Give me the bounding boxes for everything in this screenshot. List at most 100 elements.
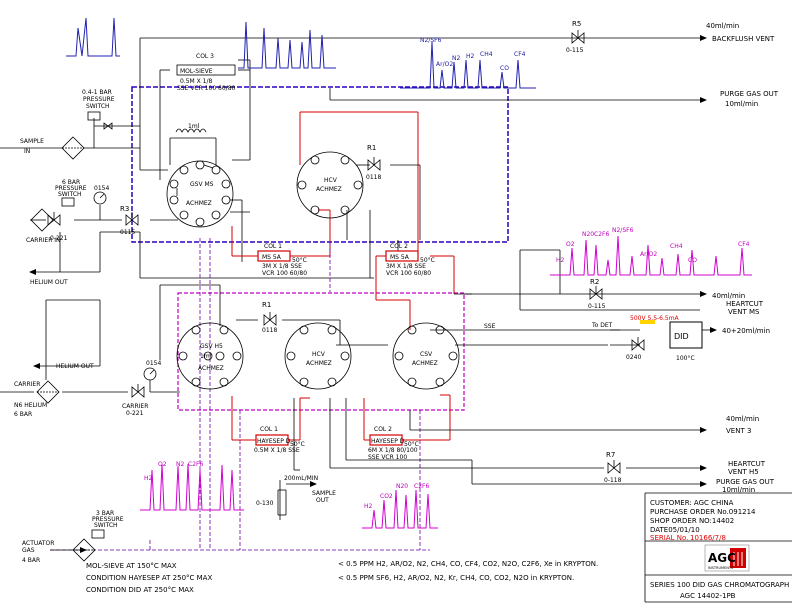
- label-heartcut-h5: HEARTCUT: [728, 460, 766, 468]
- label-valve-hcv: HCV: [324, 177, 338, 184]
- label-vent-ms: VENT MS: [728, 308, 760, 316]
- label-valve-gsv-h5: GSV H5: [200, 343, 223, 350]
- filters: [30, 136, 96, 562]
- info-shop: SHOP ORDER NO:14402: [650, 517, 734, 525]
- label-heartcut-flow: 40ml/min: [712, 292, 745, 300]
- label-actuator-h5: ACHMEZ: [198, 365, 224, 372]
- needle-valves: [47, 30, 645, 474]
- label-temp-a: 50°C: [292, 257, 307, 264]
- label-col2-top-spec: 3M X 1/8 SSE: [386, 263, 426, 270]
- bottom-oven-boundary: [177, 292, 465, 411]
- label-actuator-hcv: ACHMEZ: [316, 186, 342, 193]
- label-sample-out-flow: 200mL/MIN: [284, 475, 318, 482]
- label-actuator-csv: ACHMEZ: [412, 360, 438, 367]
- did-detector: [669, 321, 703, 349]
- label-vent3-flow: 40ml/min: [726, 415, 759, 423]
- label-ps3: 3 BAR: [96, 510, 114, 517]
- valve-gsv-h5: [176, 322, 244, 390]
- label-carrier-reg: CARRIER: [122, 403, 148, 410]
- text-layer: 40ml/min BACKFLUSH VENT PURGE GAS OUT 10…: [14, 20, 789, 600]
- peak-bottom-left-3: C2F6: [188, 461, 203, 468]
- label-did-flow: 40+20ml/min: [722, 327, 770, 335]
- label-r7: R7: [606, 451, 615, 459]
- label-v0115-c: 0-115: [588, 303, 606, 310]
- label-actuator-1: ACTUATOR: [22, 540, 54, 547]
- spec-1: < 0.5 PPM H2, AR/O2, N2, CH4, CO, CF4, C…: [338, 560, 598, 568]
- label-did: DID: [674, 332, 689, 341]
- top-oven-boundary: [131, 86, 509, 243]
- label-gauge-1: 0154: [94, 185, 109, 192]
- spec-2: < 0.5 PPM SF6, H2, AR/O2, N2, Kr, CH4, C…: [338, 574, 574, 582]
- label-col2-top-name: MS 5A: [390, 254, 410, 261]
- valve-hcv-bottom: [284, 322, 352, 390]
- peak-top-right-6: CF4: [514, 51, 526, 58]
- label-purge-gas-out-1: PURGE GAS OUT: [720, 90, 779, 98]
- label-col3-spec2: SSE VCR 100 60/80: [177, 85, 236, 92]
- label-col2-bot-spec2: SSE VCR 100: [368, 454, 407, 461]
- note-3: CONDITION DID AT 250°C MAX: [86, 586, 194, 594]
- label-col3-spec: 0.5M X 1/8: [180, 78, 212, 85]
- gauges: [93, 191, 157, 381]
- peaks-mid-right: [550, 235, 752, 276]
- actuator-signal-lines: [50, 238, 430, 551]
- label-helium-out-1: HELIUM OUT: [30, 279, 68, 286]
- label-v0115-b: 0115: [120, 229, 135, 236]
- label-purge-flow-1: 10ml/min: [725, 100, 758, 108]
- info-drawing: AGC 14402-1PB: [680, 592, 736, 600]
- label-col1-bot-name: HAYESEP D: [257, 438, 291, 445]
- info-logo-sub: INSTRUMENTS: [708, 566, 734, 570]
- peak-mid-right-6: CH4: [670, 243, 683, 250]
- label-r1: R1: [367, 144, 376, 152]
- label-valve-hcv2: HCV: [312, 351, 326, 358]
- label-carrier-reg-range: 0-221: [126, 410, 144, 417]
- top-plumbing: [0, 35, 707, 330]
- label-gauge-2: 0154: [146, 360, 161, 367]
- peak-mid-right-7: CO: [688, 257, 697, 264]
- label-col2-bot: COL 2: [374, 426, 392, 433]
- label-v0115-a: 0-115: [566, 47, 584, 54]
- label-temp-d: 50°C: [404, 441, 419, 448]
- label-sample-out-2: OUT: [316, 497, 329, 504]
- label-sse: SSE: [484, 323, 496, 330]
- label-carrier: CARRIER: [14, 381, 40, 388]
- peak-mid-right-1: N20: [582, 231, 594, 238]
- label-loop2: 1ml: [200, 353, 212, 360]
- peak-top-right-1: Ar/O2: [436, 61, 453, 68]
- label-v0240: 0240: [626, 354, 641, 361]
- label-vent3: VENT 3: [726, 427, 751, 435]
- label-ps3b: PRESSURE: [92, 516, 124, 523]
- peaks-top-center: [238, 21, 336, 69]
- label-4-bar: 4 BAR: [22, 557, 40, 564]
- valve-gsv-ms: [166, 160, 234, 228]
- peak-mid-right-4: H2: [556, 257, 565, 264]
- label-col1-top: COL 1: [264, 243, 282, 250]
- peak-bottom-mid-1: CO2: [380, 493, 393, 500]
- label-r5: R5: [572, 20, 581, 28]
- label-actuator-ms: ACHMEZ: [186, 200, 212, 207]
- peak-bottom-left-2: N2: [176, 461, 184, 468]
- peak-bottom-mid-3: C2F6: [414, 483, 429, 490]
- label-valve-gsv-ms: GSV MS: [190, 181, 214, 188]
- label-r3: R3: [120, 205, 129, 213]
- note-1: MOL-SIEVE AT 150°C MAX: [86, 562, 177, 570]
- info-date: DATE05/01/10: [650, 526, 700, 534]
- peaks-bottom-left: [140, 463, 244, 511]
- label-ps1: 0.4-1 BAR: [82, 89, 112, 96]
- label-sample-in-1: SAMPLE: [20, 138, 44, 145]
- peaks-bottom-mid: [362, 489, 438, 529]
- peaks-top-left: [66, 17, 120, 57]
- peak-bottom-left-1: O2: [158, 461, 167, 468]
- label-col3-name: MOL-SIEVE: [180, 68, 213, 75]
- label-flowmeter: 0-130: [256, 500, 274, 507]
- info-logo: AGC: [708, 551, 736, 565]
- info-serial: 10166/7/8: [690, 534, 726, 542]
- label-carrier-in: CARRIER IN: [26, 237, 61, 244]
- peak-mid-right-0: O2: [566, 241, 575, 248]
- peak-mid-right-5: Ar/O2: [640, 251, 657, 258]
- label-v0118c: 0-118: [604, 477, 622, 484]
- label-backflush-flow: 40ml/min: [706, 22, 739, 30]
- label-ps1c: SWITCH: [86, 103, 110, 110]
- label-col1-bot-spec: 0.5M X 1/8 SSE: [254, 447, 300, 454]
